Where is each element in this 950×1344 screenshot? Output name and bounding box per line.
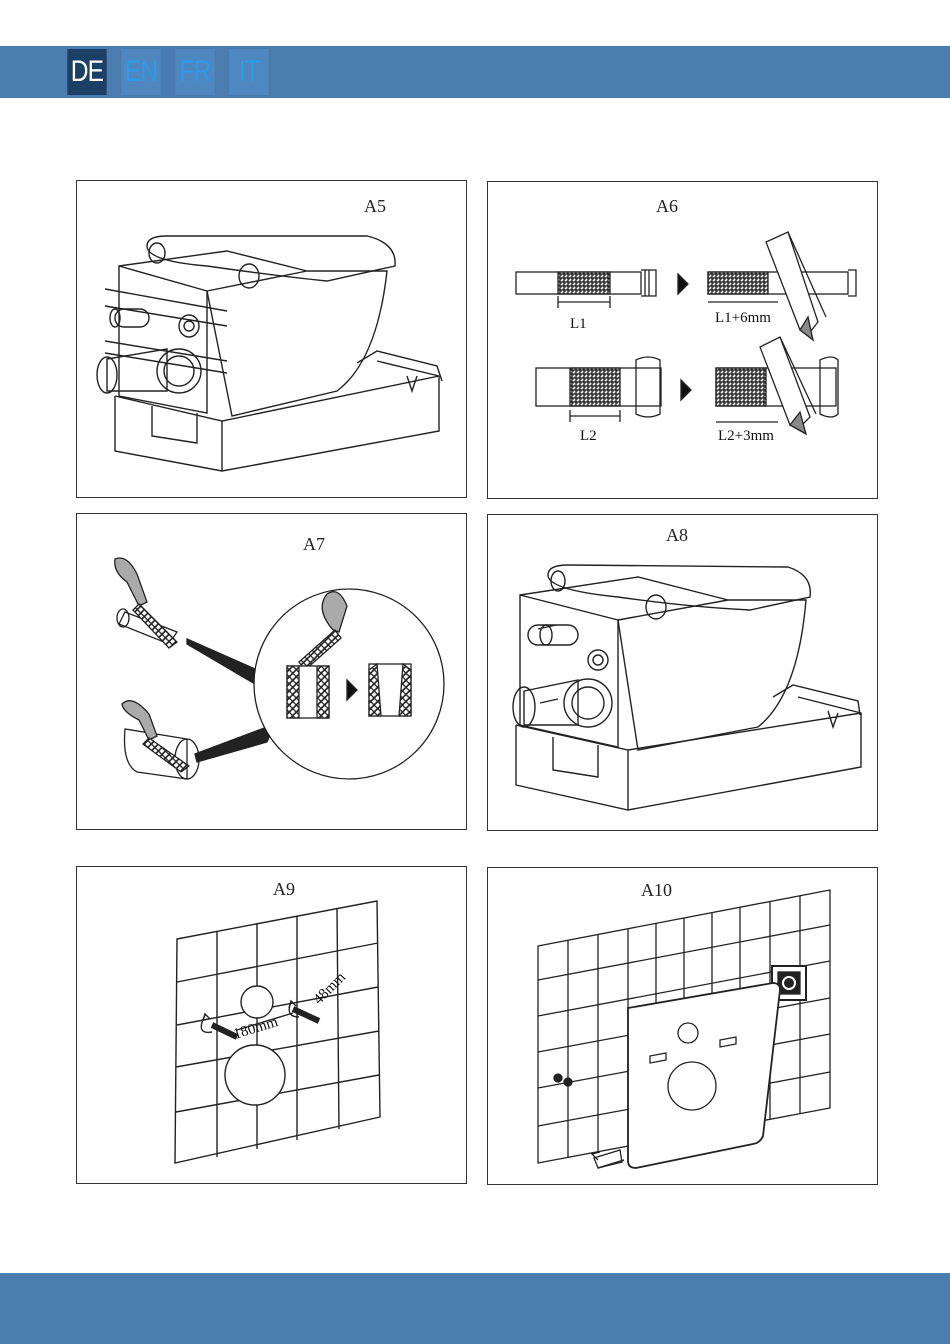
toilet-mounting-illustration xyxy=(77,181,467,498)
lang-tab-de[interactable]: DE xyxy=(67,49,106,95)
dim-l1-plus: L1+6mm xyxy=(715,310,771,326)
dim-l1: L1 xyxy=(570,316,587,332)
footer-bar xyxy=(0,1273,950,1344)
pipe-deburring-illustration xyxy=(77,514,467,830)
language-bar: DE EN FR IT xyxy=(0,46,950,98)
lang-tab-it[interactable]: IT xyxy=(229,49,268,95)
figure-a7: A7 xyxy=(76,513,467,830)
pipe-cutting-illustration: L1 L1+6mm L2 L2+3mm xyxy=(488,182,878,499)
figure-a8: A8 xyxy=(487,514,878,831)
cover-plate-illustration xyxy=(488,868,878,1185)
dim-l2-plus: L2+3mm xyxy=(718,428,774,444)
lang-tab-fr[interactable]: FR xyxy=(175,49,214,95)
toilet-installed-illustration xyxy=(488,515,878,831)
figure-a6: A6 xyxy=(487,181,878,499)
dim-l2: L2 xyxy=(580,428,597,444)
wall-bolt-illustration: 180mm 48mm xyxy=(77,867,467,1184)
dim-48mm: 48mm xyxy=(311,969,350,1008)
figure-a9: A9 180mm 48mm xyxy=(76,866,467,1184)
figure-a5: A5 xyxy=(76,180,467,498)
figure-a10: A10 xyxy=(487,867,878,1185)
lang-tab-en[interactable]: EN xyxy=(121,49,160,95)
